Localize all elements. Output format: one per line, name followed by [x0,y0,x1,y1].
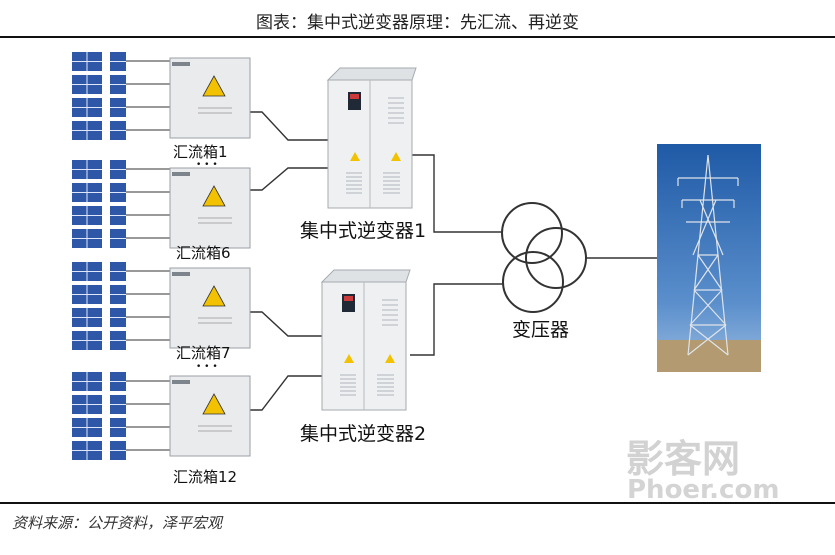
central-inverter-2-label: 集中式逆变器2 [300,423,426,445]
solar-panel-array [72,372,126,460]
wire [412,154,502,233]
warning-icon [202,185,226,207]
source-note: 资料来源：公开资料，泽平宏观 [12,514,223,532]
warning-icon [202,75,226,97]
combiner-box-1-label: 汇流箱1 [173,143,228,161]
central-inverter-1-label: 集中式逆变器1 [300,220,426,242]
ellipsis-label: • • • [196,362,218,372]
connection-wires [126,60,657,451]
central-inverters [320,67,417,411]
warning-icon [202,393,226,415]
bottom-rule [0,502,835,504]
solar-panel-array [72,160,126,248]
solar-panel-array [72,262,126,350]
combiner-box [169,375,251,457]
combiner-boxes [169,57,251,457]
combiner-box [169,167,251,249]
warning-icon [202,285,226,307]
wire [250,311,322,337]
warning-icon [391,152,401,161]
transmission-tower-photo [657,144,761,372]
inverter-cabinet [320,269,411,411]
transformer-symbol [501,202,587,313]
figure-title: 图表：集中式逆变器原理：先汇流、再逆变 [256,13,579,33]
wire [250,111,328,141]
combiner-box [169,267,251,349]
combiner-box-6-label: 汇流箱6 [176,244,231,262]
combiner-box-7-label: 汇流箱7 [176,344,231,362]
warning-icon [350,152,360,161]
warning-icon [344,354,354,363]
wire [410,283,503,356]
inverter-cabinet [326,67,417,209]
solar-panel-arrays [72,52,126,460]
combiner-box-12-label: 汇流箱12 [173,468,237,486]
wire [250,375,322,411]
top-rule [0,36,835,38]
transformer-label: 变压器 [512,319,569,341]
solar-panel-array [72,52,126,140]
ellipsis-label: • • • [196,160,218,170]
combiner-box [169,57,251,139]
wire [250,167,328,191]
watermark-domain: Phoer.com [627,475,779,505]
watermark-logo: 影客网 [626,437,740,481]
warning-icon [385,354,395,363]
